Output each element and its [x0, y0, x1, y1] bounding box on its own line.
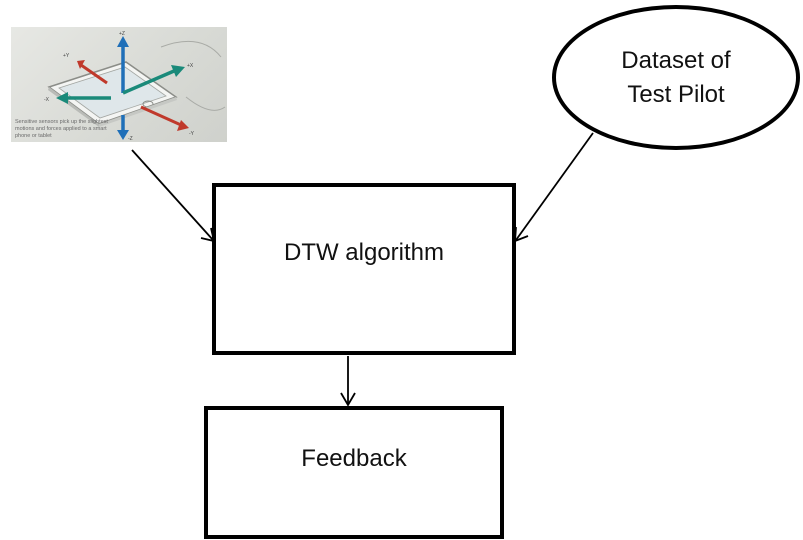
axis-y-positive — [77, 60, 108, 85]
axis-label-x-neg: -X — [44, 97, 50, 103]
sensor-caption: Sensitive sensors pick up the slightest … — [15, 119, 108, 139]
dataset-label-line1: Dataset of — [621, 46, 731, 74]
axis-label-z-pos: +Z — [119, 31, 125, 37]
axis-label-y-neg: -Y — [189, 131, 195, 137]
axis-x-negative — [56, 92, 111, 104]
axis-z-negative — [117, 115, 129, 140]
dtw-algorithm-label: DTW algorithm — [283, 239, 445, 266]
axis-y-negative — [140, 105, 189, 131]
dtw-algorithm-box: DTW algorithm — [212, 183, 516, 355]
feedback-box: Feedback — [204, 406, 504, 539]
axis-label-z-neg: -Z — [128, 136, 133, 142]
arrow-dataset-to-dtw — [514, 132, 594, 243]
dataset-label-line2: Test Pilot — [627, 80, 725, 108]
axis-label-x-pos: +X — [187, 63, 194, 69]
phone-axes-illustration: +Z +Y +X -X -Y -Z — [44, 31, 226, 142]
axis-z-positive — [117, 36, 129, 93]
axis-label-y-pos: +Y — [63, 53, 70, 59]
dataset-ellipse: Dataset of Test Pilot — [552, 5, 800, 150]
arrow-dtw-to-feedback — [340, 356, 356, 407]
arrow-image-to-dtw — [131, 149, 216, 243]
axis-x-positive — [122, 65, 185, 95]
phone-sensor-image: +Z +Y +X -X -Y -Z Sensitive sensors pick… — [11, 27, 227, 142]
feedback-label: Feedback — [301, 444, 407, 472]
